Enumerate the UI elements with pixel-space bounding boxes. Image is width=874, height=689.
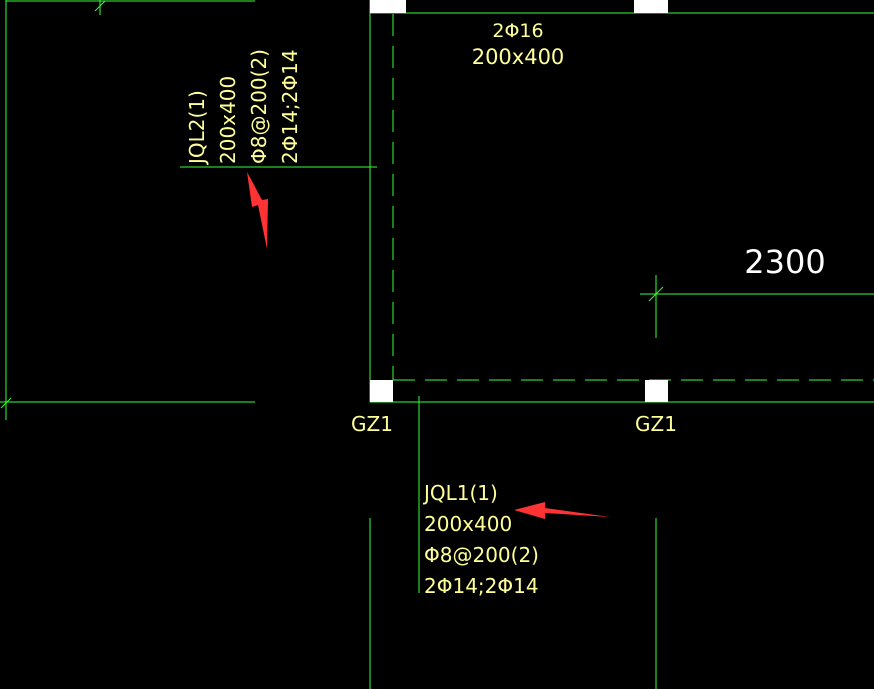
- dimension-tick: [648, 286, 664, 302]
- jql2-annotation: JQL2(1) 200x400 Φ8@200(2) 2Φ14;2Φ14: [185, 49, 302, 166]
- dimension-value: 2300: [744, 243, 825, 281]
- column-label-left: GZ1: [351, 412, 393, 436]
- column-label-right: GZ1: [635, 412, 677, 436]
- column-bottom-right: [645, 380, 668, 402]
- jql2-rebar: 2Φ14;2Φ14: [278, 49, 302, 164]
- left-tick-top-slash: [94, 0, 106, 12]
- annotation-arrows: [247, 172, 610, 519]
- column-top-right: [634, 0, 668, 13]
- jql2-size: 200x400: [216, 76, 240, 164]
- top-beam-size: 200x400: [472, 45, 565, 69]
- jql1-stirrup: Φ8@200(2): [424, 543, 539, 567]
- jql1-rebar: 2Φ14;2Φ14: [424, 574, 539, 598]
- arrow-jql1: [514, 502, 610, 519]
- jql2-name: JQL2(1): [185, 90, 209, 166]
- top-beam-annotation: 2Φ16 200x400: [472, 20, 565, 69]
- top-beam-rebar: 2Φ16: [492, 20, 543, 42]
- column-top-left: [370, 0, 406, 13]
- arrow-jql2: [247, 172, 268, 249]
- left-tick-bottom: [0, 397, 12, 409]
- jql1-name: JQL1(1): [422, 481, 498, 505]
- jql1-size: 200x400: [424, 512, 512, 536]
- jql2-stirrup: Φ8@200(2): [247, 49, 271, 164]
- columns: [370, 0, 668, 402]
- column-bottom-left: [370, 380, 393, 402]
- jql1-annotation: JQL1(1) 200x400 Φ8@200(2) 2Φ14;2Φ14: [422, 481, 539, 598]
